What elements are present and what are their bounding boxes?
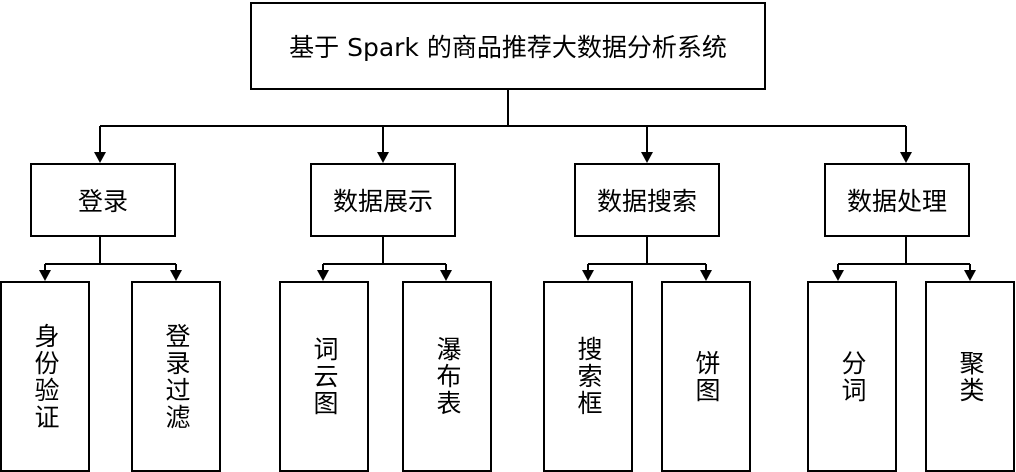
arrowhead (39, 270, 51, 281)
arrowhead (832, 270, 844, 281)
leaf-pie-chart-label: 饼图 (692, 349, 721, 404)
leaf-login-filter: 登录过滤 (131, 281, 221, 472)
leaf-search-box-label: 搜索框 (574, 336, 603, 417)
leaf-identity-verification-label: 身份验证 (31, 322, 60, 431)
root-node: 基于 Spark 的商品推荐大数据分析系统 (250, 2, 766, 90)
module-data-search-label: 数据搜索 (596, 187, 697, 216)
arrowhead (641, 152, 653, 163)
leaf-word-cloud: 词云图 (279, 281, 369, 472)
leaf-word-segmentation: 分词 (807, 281, 897, 472)
arrowhead (170, 270, 182, 281)
leaf-login-filter-label: 登录过滤 (162, 322, 191, 431)
leaf-search-box: 搜索框 (543, 281, 633, 472)
arrowhead (900, 152, 912, 163)
leaf-word-segmentation-label: 分词 (838, 349, 867, 404)
module-data-search: 数据搜索 (574, 163, 720, 237)
leaf-identity-verification: 身份验证 (0, 281, 90, 472)
arrowhead (317, 270, 329, 281)
root-node-label: 基于 Spark 的商品推荐大数据分析系统 (289, 33, 727, 62)
arrowhead (94, 152, 106, 163)
arrowhead (582, 270, 594, 281)
module-data-processing-label: 数据处理 (846, 187, 947, 216)
arrowhead (377, 152, 389, 163)
leaf-waterfall-table: 瀑布表 (402, 281, 492, 472)
module-data-display: 数据展示 (310, 163, 456, 237)
module-login-label: 登录 (77, 187, 128, 216)
module-data-processing: 数据处理 (824, 163, 970, 237)
module-data-display-label: 数据展示 (332, 187, 433, 216)
leaf-word-cloud-label: 词云图 (310, 336, 339, 417)
leaf-clustering: 聚类 (925, 281, 1015, 472)
leaf-clustering-label: 聚类 (956, 349, 985, 404)
module-login: 登录 (30, 163, 176, 237)
leaf-waterfall-table-label: 瀑布表 (433, 336, 462, 417)
arrowhead (440, 270, 452, 281)
arrowhead (700, 270, 712, 281)
arrowhead (964, 270, 976, 281)
leaf-pie-chart: 饼图 (661, 281, 751, 472)
